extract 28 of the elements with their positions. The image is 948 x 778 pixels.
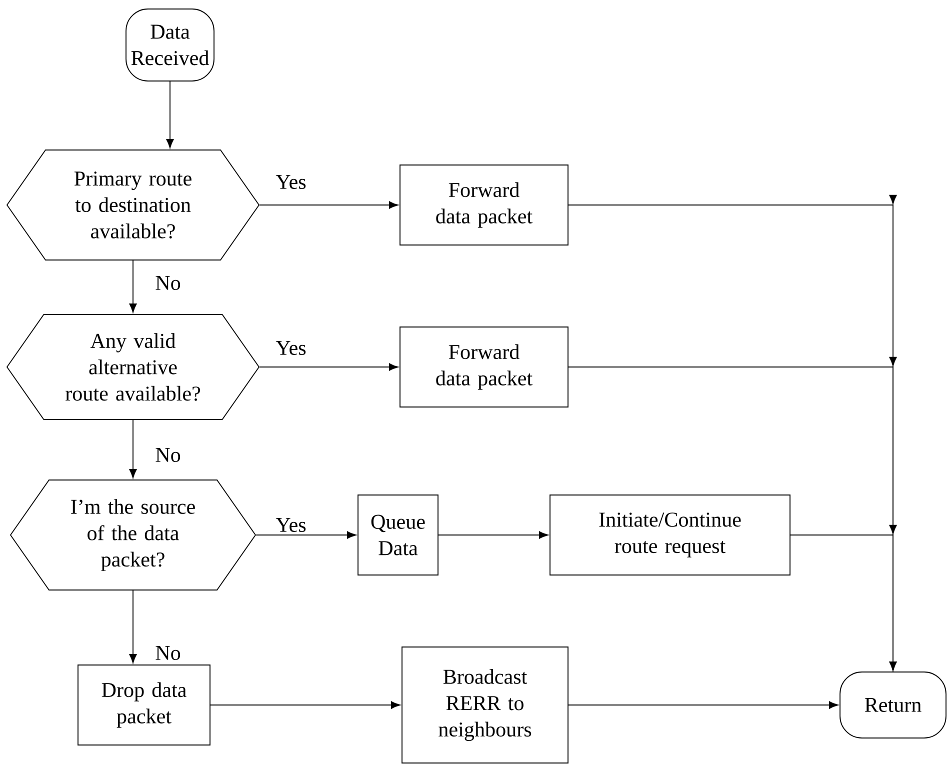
arrow xyxy=(129,590,137,664)
process-box: Forward data packet xyxy=(400,164,568,246)
edge-label: Yes xyxy=(274,340,308,356)
arrow xyxy=(210,701,400,709)
edge-label: No xyxy=(154,644,182,662)
arrow xyxy=(568,701,838,709)
decision-hexagon: Primary route to destination available? xyxy=(6,150,260,260)
arrow xyxy=(129,420,137,478)
end-terminal: Return xyxy=(840,672,946,738)
process-box: Drop data packet xyxy=(78,664,210,746)
arrow xyxy=(259,363,398,371)
decision-hexagon: I’m the source of the data packet? xyxy=(10,480,256,590)
edge-label: Yes xyxy=(274,516,308,534)
edge-label: No xyxy=(154,446,182,464)
process-box: Queue Data xyxy=(358,494,438,576)
arrow xyxy=(129,260,137,313)
process-box: Initiate/Continue route request xyxy=(550,494,790,576)
process-box: Forward data packet xyxy=(400,326,568,408)
arrow xyxy=(438,531,548,539)
decision-hexagon: Any valid alternative route available? xyxy=(6,314,260,420)
process-box: Broadcast RERR to neighbours xyxy=(402,646,568,764)
arrow xyxy=(166,81,174,148)
start-terminal: Data Received xyxy=(126,8,214,82)
arrow xyxy=(790,524,897,671)
arrow xyxy=(259,201,398,209)
edge-label: Yes xyxy=(274,174,308,190)
edge-label: No xyxy=(154,274,182,292)
arrow xyxy=(256,531,356,539)
